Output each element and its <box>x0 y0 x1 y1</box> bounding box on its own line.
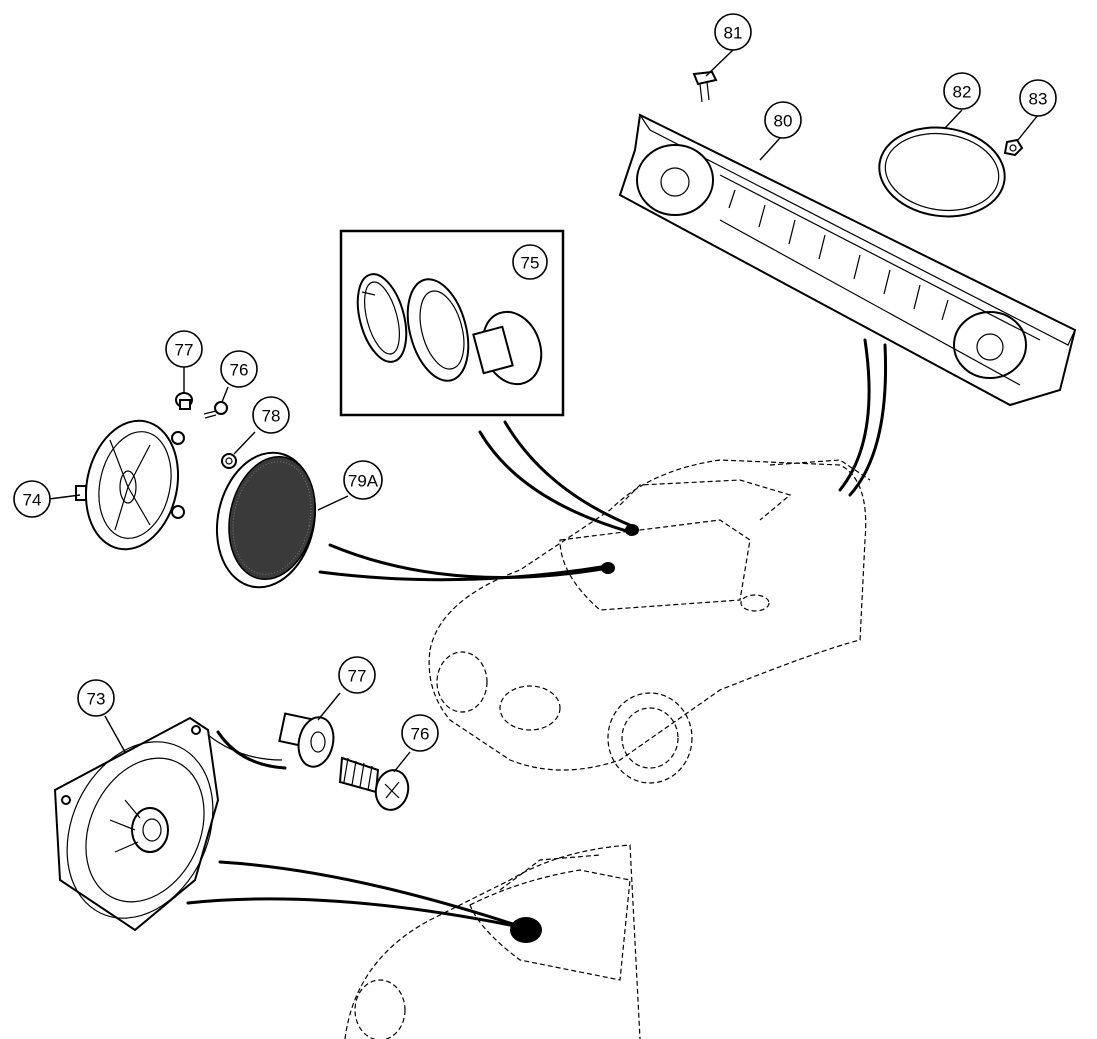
speaker-grille-79A <box>215 451 317 589</box>
car-outline-lower <box>344 844 641 1039</box>
callout-76b: 76 <box>401 714 439 752</box>
door-speaker-74 <box>75 419 185 551</box>
speaker-gasket-82 <box>878 126 1006 218</box>
callout-77: 77 <box>165 330 203 368</box>
car-outline-upper <box>428 459 871 784</box>
leader-lines <box>48 49 1039 773</box>
screw-76-lower <box>338 756 410 811</box>
callout-label: 83 <box>1029 90 1048 109</box>
callout-label: 76 <box>411 725 430 744</box>
connector-dots <box>510 524 639 943</box>
callout-layer: 81 82 83 80 75 77 76 78 79A 74 73 77 76 <box>13 13 1057 752</box>
callout-label: 79A <box>348 472 379 491</box>
callout-circle <box>343 460 383 500</box>
callout-80: 80 <box>764 101 802 139</box>
speaker-wires <box>186 338 888 930</box>
callout-78: 78 <box>252 396 290 434</box>
callout-label: 80 <box>774 112 793 131</box>
callout-label: 77 <box>348 667 367 686</box>
callout-circle <box>764 101 802 139</box>
bushing-77 <box>175 392 193 410</box>
callout-83: 83 <box>1019 79 1057 117</box>
callout-circle <box>338 656 376 694</box>
callout-label: 76 <box>230 361 249 380</box>
nut-83 <box>1003 138 1024 157</box>
callout-73: 73 <box>77 679 115 717</box>
nut-78 <box>221 453 237 469</box>
callout-circle <box>252 396 290 434</box>
callout-circle <box>943 72 981 110</box>
callout-79A: 79A <box>343 460 383 500</box>
screw-76 <box>203 401 228 419</box>
callout-77b: 77 <box>338 656 376 694</box>
callout-circle <box>220 350 258 388</box>
callout-circle <box>165 330 203 368</box>
callout-circle <box>13 480 51 518</box>
callout-circle <box>714 13 752 51</box>
callout-label: 77 <box>175 341 194 360</box>
rear-speaker-housing <box>618 113 1077 407</box>
callout-75: 75 <box>512 244 548 280</box>
callout-circle <box>77 679 115 717</box>
callout-label: 74 <box>23 491 42 510</box>
callout-label: 81 <box>724 24 743 43</box>
callout-circle <box>401 714 439 752</box>
callout-label: 73 <box>87 690 106 709</box>
callout-76: 76 <box>220 350 258 388</box>
callout-circle <box>1019 79 1057 117</box>
front-speaker-73 <box>53 716 283 932</box>
callout-circle <box>512 244 548 280</box>
callout-label: 82 <box>953 83 972 102</box>
callout-label: 75 <box>521 254 540 273</box>
callout-74: 74 <box>13 480 51 518</box>
callout-82: 82 <box>943 72 981 110</box>
screw-81 <box>692 70 718 103</box>
callout-label: 78 <box>262 407 281 426</box>
callout-81: 81 <box>714 13 752 51</box>
bushing-77-lower <box>278 712 335 768</box>
